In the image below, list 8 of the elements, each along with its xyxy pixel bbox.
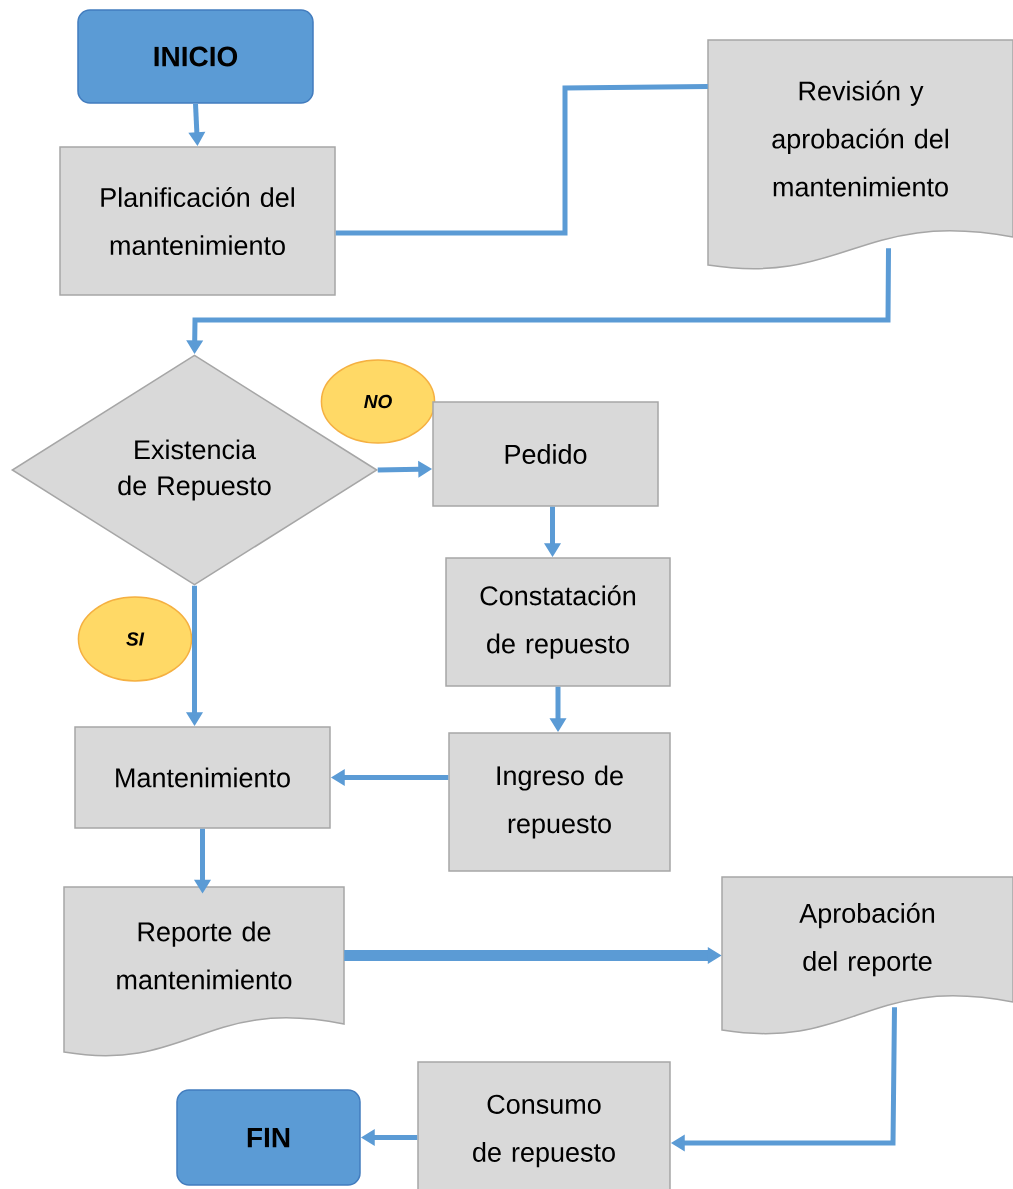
process-box: Mantenimiento (74, 726, 331, 829)
process-box: Planificación del mantenimiento (59, 146, 336, 296)
terminal-box: FIN (176, 1089, 361, 1186)
process-box: Pedido (432, 401, 659, 507)
process-box: Ingreso de repuesto (448, 732, 671, 872)
process-box: Consumo de repuesto (417, 1061, 671, 1189)
process-box: Constatación de repuesto (445, 557, 671, 687)
terminal-box: INICIO (77, 9, 314, 104)
